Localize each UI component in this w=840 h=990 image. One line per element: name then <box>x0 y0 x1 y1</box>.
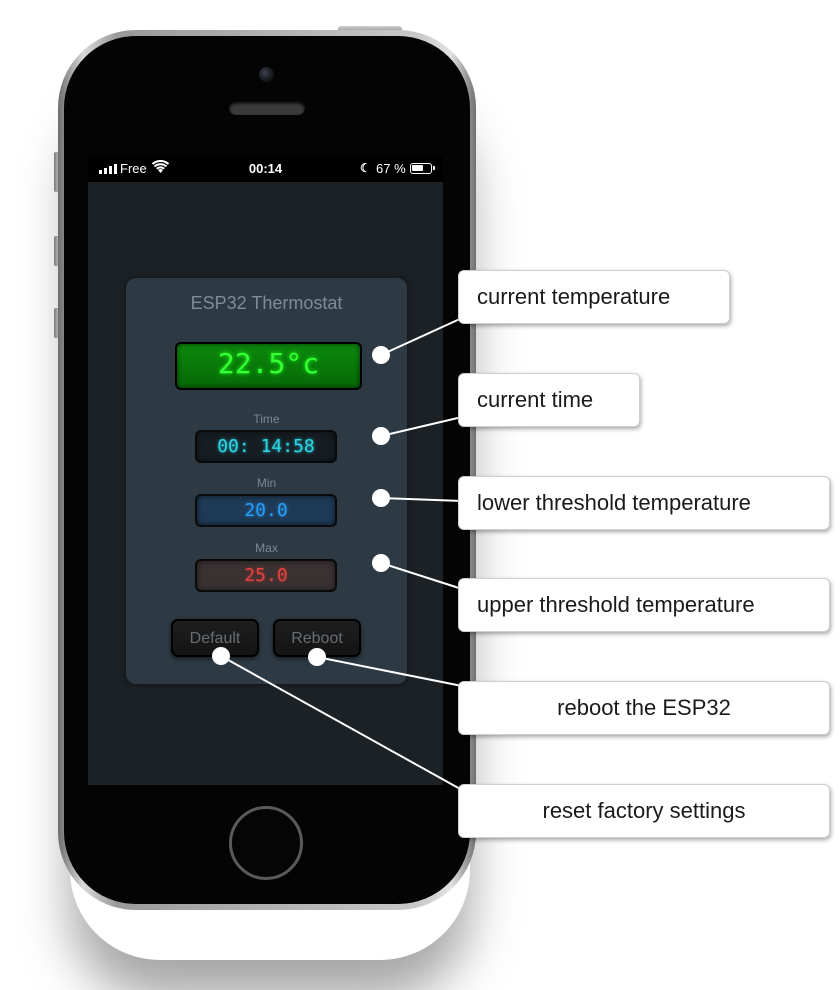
status-clock: 00:14 <box>248 161 283 176</box>
current-time-display: 00: 14:58 <box>195 430 337 463</box>
callout-upper-threshold: upper threshold temperature <box>458 578 830 632</box>
power-button <box>338 26 402 33</box>
phone-screen: Free 00:14 ☾ 67 % ESP32 Thermostat 22.5°… <box>88 155 443 785</box>
volume-down-button <box>54 308 60 338</box>
wifi-icon <box>152 160 169 173</box>
volume-up-button <box>54 236 60 266</box>
max-temperature-display[interactable]: 25.0 <box>195 559 337 592</box>
callout-reset: reset factory settings <box>458 784 830 838</box>
callout-reboot: reboot the ESP32 <box>458 681 830 735</box>
min-label: Min <box>256 476 277 490</box>
carrier-name: Free <box>120 161 147 176</box>
default-button[interactable]: Default <box>171 619 259 657</box>
status-bar: Free 00:14 ☾ 67 % <box>88 155 443 182</box>
battery-percentage: 67 % <box>376 161 406 176</box>
callout-current-temperature: current temperature <box>458 270 730 324</box>
page-title: ESP32 Thermostat <box>190 293 343 313</box>
mute-switch <box>54 152 60 192</box>
max-label: Max <box>255 541 278 555</box>
signal-icon <box>99 164 117 174</box>
current-temperature-display: 22.5°c <box>175 342 362 390</box>
reboot-button[interactable]: Reboot <box>273 619 361 657</box>
earpiece-speaker <box>229 101 305 115</box>
callout-lower-threshold: lower threshold temperature <box>458 476 830 530</box>
time-label: Time <box>253 412 280 426</box>
moon-icon: ☾ <box>360 161 371 175</box>
thermostat-card: ESP32 Thermostat 22.5°c Time 00: 14:58 M… <box>126 278 407 684</box>
min-temperature-display[interactable]: 20.0 <box>195 494 337 527</box>
battery-icon <box>410 163 435 174</box>
front-camera-icon <box>259 67 274 82</box>
callout-current-time: current time <box>458 373 640 427</box>
home-button[interactable] <box>229 806 303 880</box>
